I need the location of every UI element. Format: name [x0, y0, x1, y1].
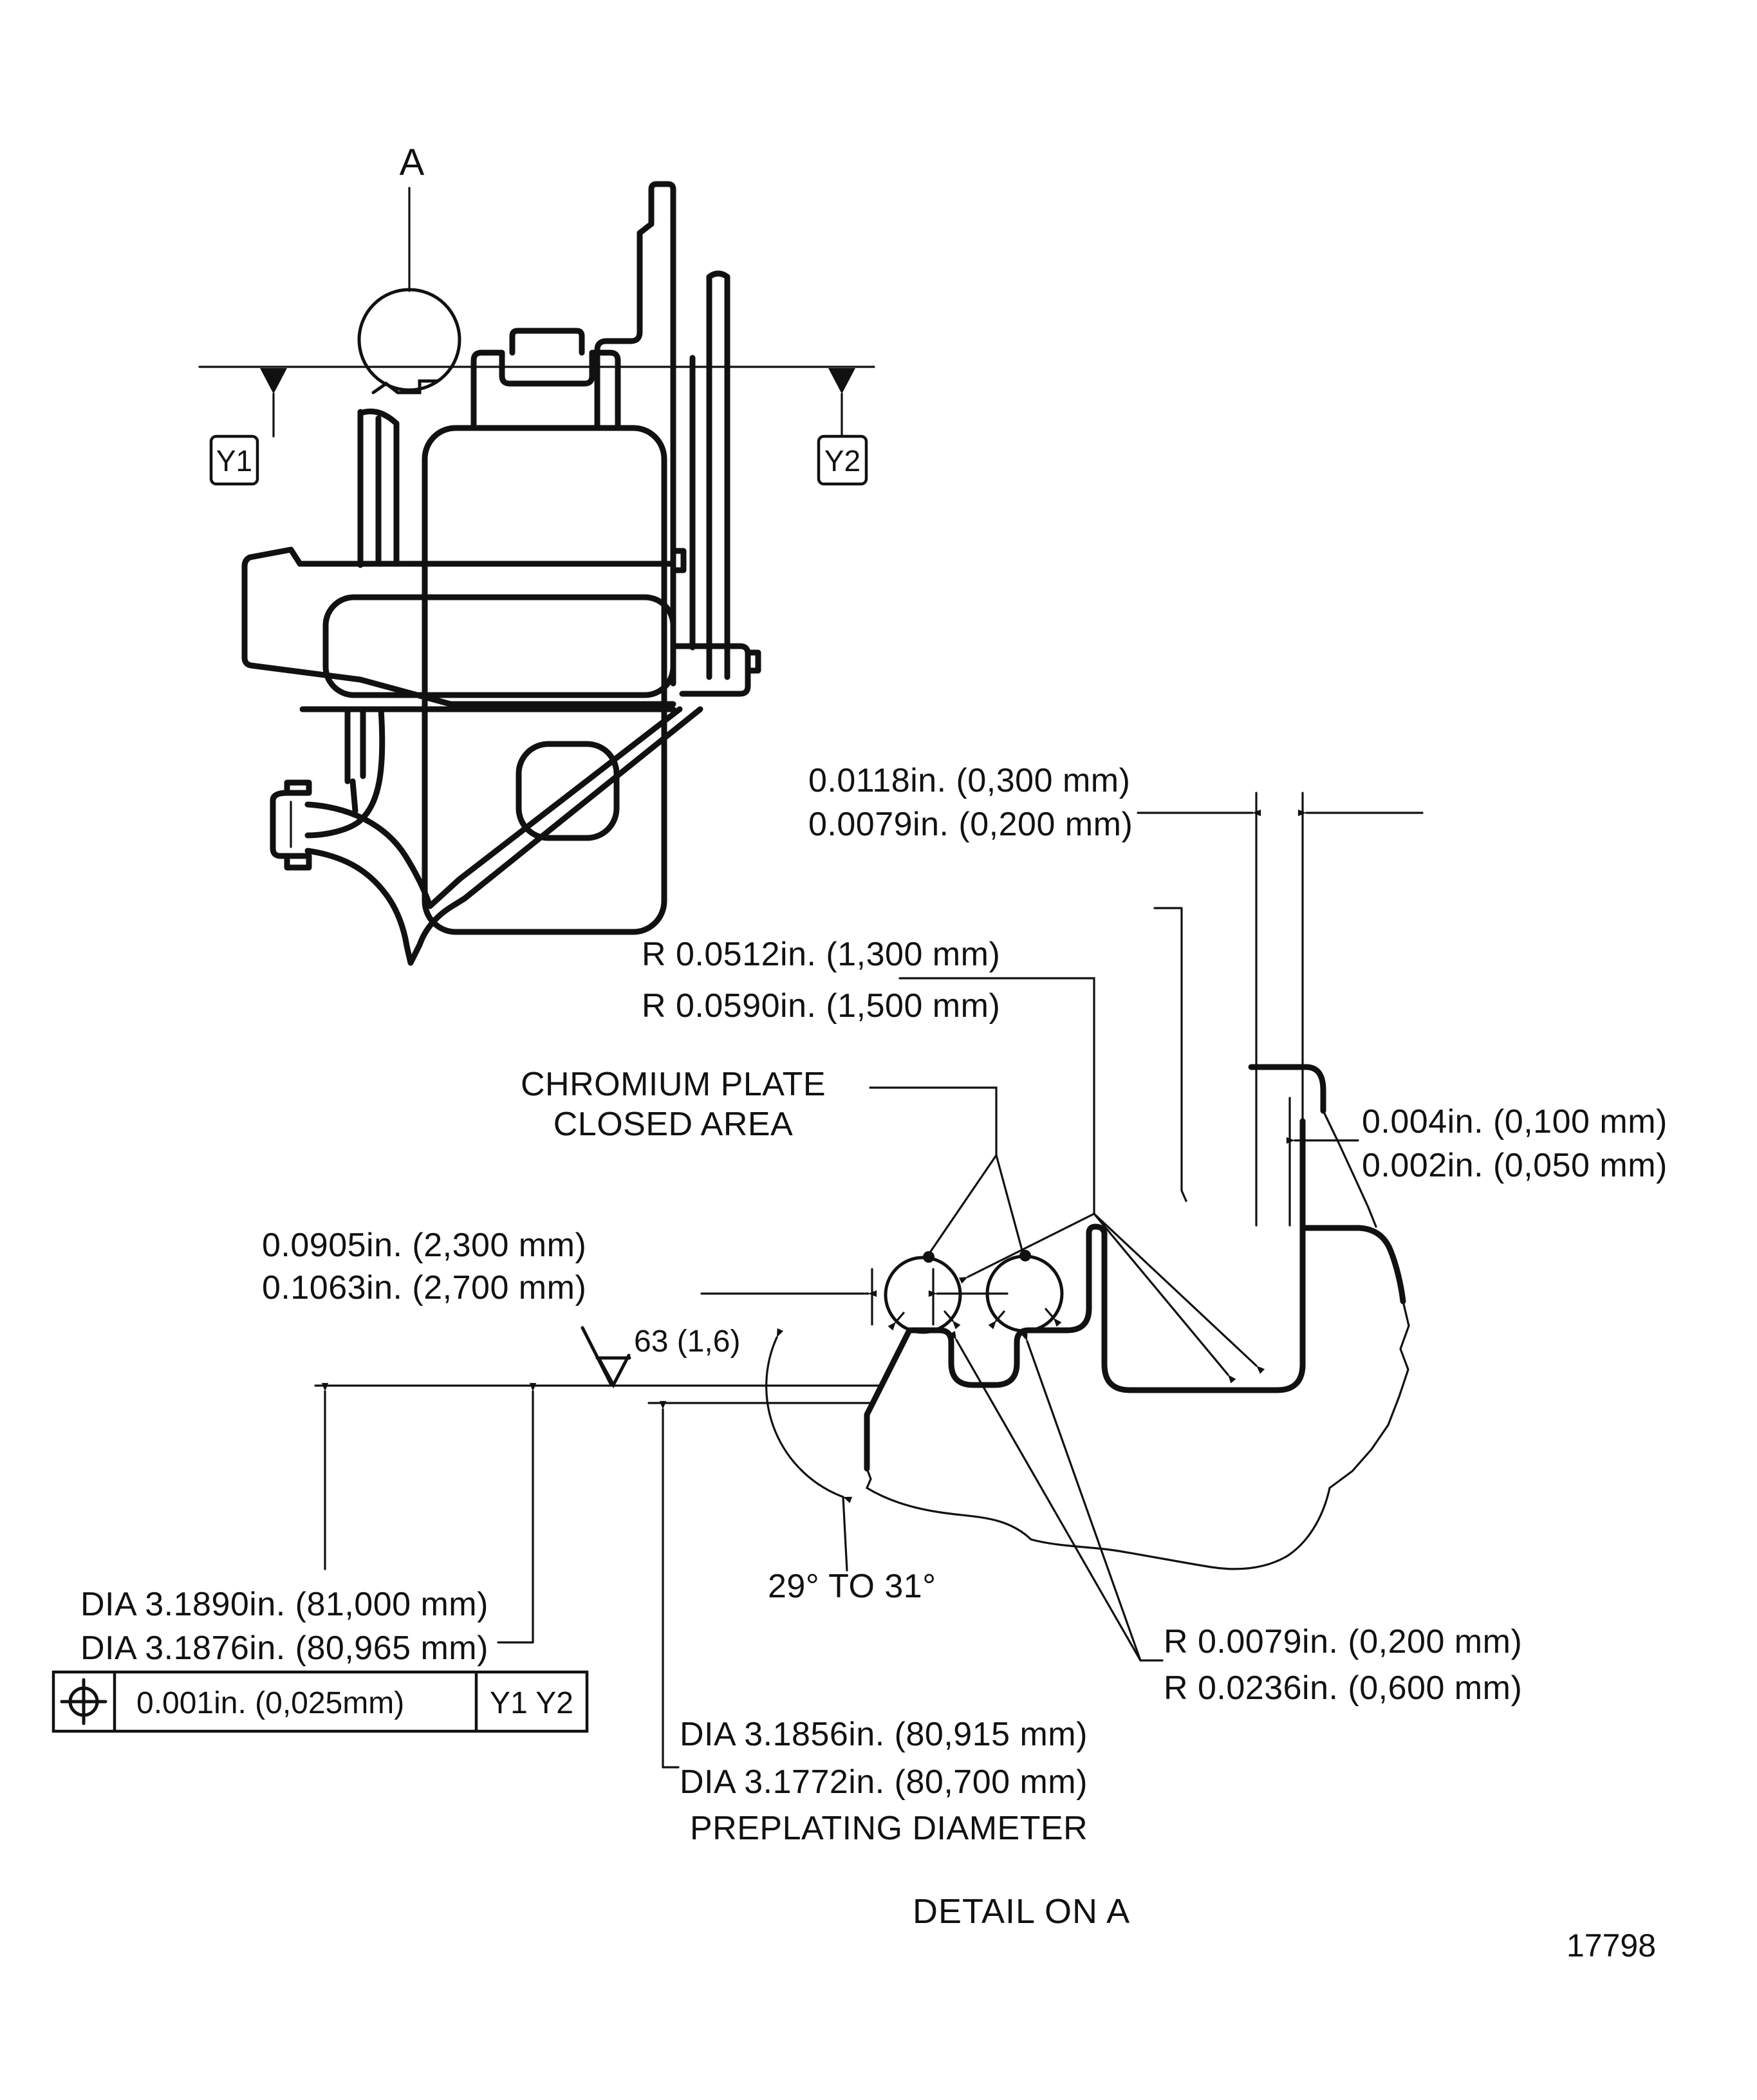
foot-flange: [270, 790, 311, 859]
datum-flag-y1-box: [209, 434, 259, 486]
strut-inner-edge: [456, 706, 683, 882]
figure-number: 17798: [1566, 1928, 1656, 1964]
right-rail-step: [594, 221, 655, 431]
bell-top-edge: [304, 801, 463, 909]
fcf-cell-dividers: [113, 1672, 478, 1731]
true-position-icon: [60, 1678, 107, 1725]
hanging-pin: [344, 706, 366, 814]
chamfer-angle-value: 29° TO 31°: [768, 1568, 936, 1605]
groove-radius-arrow-right-1: [1093, 1213, 1236, 1384]
flange-plate-slot: [322, 594, 676, 698]
groove-radius-arrow-left: [958, 1213, 1095, 1284]
break-edge-right: [1328, 1300, 1410, 1489]
plate-thickness-line-1: 0.0118in. (0,300 mm): [808, 762, 1130, 799]
chromium-dot-left: [923, 1251, 934, 1263]
right-rail-top-tab: [648, 181, 676, 227]
corner-radius-line-2: R 0.0236in. (0,600 mm): [1164, 1669, 1522, 1707]
right-side-tab: [670, 548, 687, 573]
preplating-diameter-line-1: DIA 3.1856in. (80,915 mm): [680, 1716, 1088, 1753]
detail-a-balloon-circle: [357, 288, 461, 392]
liner-cross-section: [241, 181, 761, 966]
right-rail-channel: [706, 270, 730, 680]
groove-radius-line-2: R 0.0590in. (1,500 mm): [642, 987, 1000, 1025]
datum-triangle-y2: [828, 368, 855, 394]
detail-a-notch-edge: [371, 379, 440, 395]
datum-triangle-y1: [260, 368, 287, 394]
datum-flag-y1-label: Y1: [216, 444, 252, 478]
groove-width-line-1: 0.0905in. (2,300 mm): [262, 1227, 586, 1264]
plated-diameter-line-1: DIA 3.1890in. (81,000 mm): [80, 1586, 488, 1623]
angle-leader: [842, 1496, 848, 1572]
feature-control-frame: 0.001in. (0,025mm) Y1 Y2: [51, 1670, 589, 1733]
plated-diameter-line-2: DIA 3.1876in. (80,965 mm): [80, 1630, 488, 1667]
groove-radius-leader: [898, 977, 1095, 1215]
liner-overview-figure: Y1 Y2 A: [198, 142, 875, 966]
fcf-datum-refs: Y1 Y2: [490, 1686, 573, 1720]
closed-area-thickness-line-2: 0.002in. (0,050 mm): [1362, 1147, 1668, 1184]
plate-thickness-line-2: 0.0079in. (0,200 mm): [808, 806, 1133, 843]
profile-step-face: [1301, 1225, 1406, 1305]
figure-caption: DETAIL ON A: [913, 1892, 1130, 1931]
surface-finish-value: 63 (1,6): [634, 1324, 740, 1359]
balloon-arrow-2: [944, 1310, 961, 1330]
top-boss: [470, 349, 621, 431]
left-column: [357, 408, 400, 568]
groove-radius-line-1: R 0.0512in. (1,300 mm): [642, 936, 1000, 973]
chromium-dot-right: [1019, 1250, 1031, 1261]
closed-area-thickness-line-1: 0.004in. (0,100 mm): [1362, 1103, 1668, 1140]
chromium-leader: [869, 1086, 998, 1157]
break-edge-upper: [1322, 1110, 1377, 1228]
bore-extension-elbow: [1153, 907, 1187, 1202]
foot-flange-tabs: [284, 779, 312, 871]
fcf-border: [51, 1670, 589, 1733]
break-edge-bottom-wavy: [865, 1467, 1331, 1570]
dimension-annotations: [321, 809, 1424, 1769]
groove-width-line-2: 0.1063in. (2,700 mm): [262, 1269, 586, 1306]
corner-radius-leg-1: [949, 1331, 1142, 1662]
detail-a-figure: [314, 792, 1410, 1572]
detail-a-label: A: [400, 142, 425, 183]
central-cavity-outline: [422, 425, 667, 935]
preplating-diameter-line-2: DIA 3.1772in. (80,700 mm): [680, 1763, 1088, 1801]
bottom-right-block-tab: [745, 649, 761, 674]
groove-radius-arrow-right-2: [1093, 1213, 1265, 1374]
balloon-arrow-1: [888, 1312, 905, 1331]
strut-outer-edge: [461, 706, 703, 902]
profile-top-face: [1248, 1064, 1326, 1114]
radius-balloon-left: [884, 1256, 962, 1334]
balloon-arrow-3: [988, 1310, 1005, 1330]
flange-plate-top-edge: [246, 546, 676, 567]
angle-dimension-arc: [765, 1328, 853, 1503]
bell-bottom-edge: [304, 848, 468, 966]
top-boss-notch: [509, 328, 585, 356]
corner-radius-line-1: R 0.0079in. (0,200 mm): [1164, 1623, 1522, 1660]
preplating-diameter-line-3: PREPLATING DIAMETER: [690, 1810, 1088, 1847]
datum-flag-y2-label: Y2: [824, 444, 860, 478]
balloon-arrow-4: [1045, 1308, 1062, 1327]
chromium-area-line-2: CLOSED AREA: [553, 1106, 794, 1143]
surface-finish-symbol: [581, 1326, 631, 1389]
cavity-window-hole: [516, 741, 620, 841]
chromium-leader-fork: [929, 1154, 1024, 1254]
corner-radius-leg-2: [1021, 1332, 1142, 1662]
text-callouts: 0.0118in. (0,300 mm) 0.0079in. (0,200 mm…: [80, 762, 1668, 1964]
datum-flag-y2-box: [817, 434, 868, 486]
profile-groove-and-wall: [864, 1118, 1306, 1472]
fcf-tolerance-value: 0.001in. (0,025mm): [136, 1686, 404, 1720]
flange-plate-bottom-edge: [241, 554, 676, 707]
groove-width-extension-lines: [871, 1268, 934, 1326]
chromium-area-line-1: CHROMIUM PLATE: [521, 1066, 826, 1103]
